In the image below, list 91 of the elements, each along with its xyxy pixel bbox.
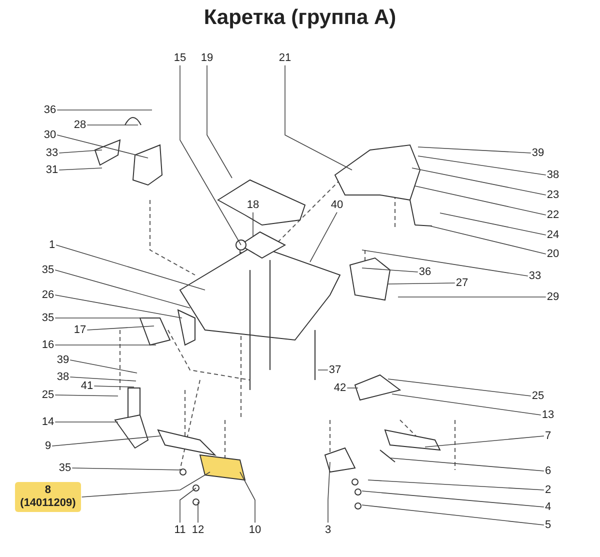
callout-number: 39 [56, 354, 70, 366]
callout-number: 35 [58, 462, 72, 474]
callout-number: 18 [246, 198, 260, 212]
callout-number: 36 [44, 104, 56, 116]
callout-number: 40 [330, 198, 344, 212]
leader-line [58, 150, 102, 154]
part-number: (14011209) [20, 497, 76, 510]
callout-number: 1 [48, 238, 56, 252]
leader-line [252, 212, 254, 236]
leader-line [388, 282, 456, 284]
callout-number: 22 [546, 208, 560, 222]
leader-line [362, 490, 544, 508]
callout-number: 3 [324, 524, 332, 536]
callout-number: 38 [56, 370, 70, 384]
callout-number: 10 [248, 524, 262, 536]
leader-line [328, 462, 330, 524]
leader-line [418, 156, 546, 176]
callout-number: 2 [544, 484, 552, 496]
callout-number: 38 [546, 168, 560, 182]
diagram-title: Каретка (группа A) [204, 6, 396, 30]
leader-line [70, 360, 138, 374]
leader-line [398, 296, 546, 298]
callout-number: 31 [46, 164, 58, 176]
callout-number: 29 [546, 290, 560, 304]
leader-line [392, 394, 542, 416]
callout-number: 33 [46, 146, 58, 160]
leader-line [180, 64, 242, 246]
callout-number: 13 [542, 408, 554, 422]
leader-line [362, 504, 544, 526]
callout-number: 28 [74, 118, 86, 132]
callout-number: 17 [74, 324, 86, 336]
leader-line [86, 124, 138, 126]
callout-number: 9 [44, 440, 52, 452]
callout-number: 6 [544, 464, 552, 478]
callout-number: 4 [544, 500, 552, 514]
leader-line [52, 436, 160, 446]
callout-number: 19 [200, 52, 214, 64]
callout-number: 35 [42, 312, 54, 324]
callout-number: 26 [42, 288, 54, 302]
leader-line [310, 212, 338, 262]
callout-number: 25 [532, 390, 544, 402]
leader-line [240, 472, 256, 524]
leader-line [86, 326, 154, 330]
callout-number: 14 [42, 416, 54, 428]
leader-line [440, 212, 546, 236]
callout-number: 7 [544, 430, 552, 442]
leader-line [390, 458, 544, 472]
leader-line [418, 146, 532, 154]
leader-line [368, 480, 544, 490]
callout-number: 25 [42, 388, 54, 402]
leader-line [362, 268, 418, 272]
leader-line [54, 270, 190, 308]
callout-number: 41 [80, 380, 94, 392]
callout-number: 27 [456, 276, 468, 290]
callout-number: 42 [334, 382, 346, 394]
leader-line [58, 168, 102, 170]
callout-number: 30 [44, 128, 56, 142]
leader-line [54, 344, 156, 346]
leader-line [81, 472, 210, 498]
callout-number: 8 [44, 484, 52, 497]
leader-line [206, 64, 232, 178]
callout-number: 23 [546, 188, 560, 202]
leader-line [54, 394, 118, 396]
leader-line [72, 468, 182, 470]
callout-number: 24 [546, 228, 560, 242]
leader-line [70, 376, 136, 382]
callout-number: 21 [278, 52, 292, 64]
leader-line [54, 294, 182, 318]
leader-line [412, 168, 546, 196]
leader-line [56, 134, 148, 158]
callout-number: 16 [42, 338, 54, 352]
callout-number: 20 [546, 248, 560, 260]
highlight-tag [15, 482, 81, 512]
callout-number: 5 [544, 518, 552, 532]
leader-line [424, 436, 544, 448]
leader-line [56, 244, 206, 290]
callout-number: 36 [418, 266, 432, 278]
leader-line [414, 186, 546, 216]
callout-number: 35 [42, 264, 54, 276]
callout-number: 11 [174, 524, 186, 536]
leader-line [362, 250, 528, 276]
callout-number: 37 [328, 364, 342, 376]
callout-number: 12 [192, 524, 204, 536]
leader-line [284, 64, 352, 170]
callout-number: 15 [174, 52, 186, 64]
leader-line [180, 488, 196, 524]
leader-line [94, 386, 134, 388]
leader-line [430, 226, 546, 254]
callout-number: 33 [528, 270, 542, 282]
callout-number: 39 [532, 146, 544, 160]
leader-line [388, 378, 532, 396]
